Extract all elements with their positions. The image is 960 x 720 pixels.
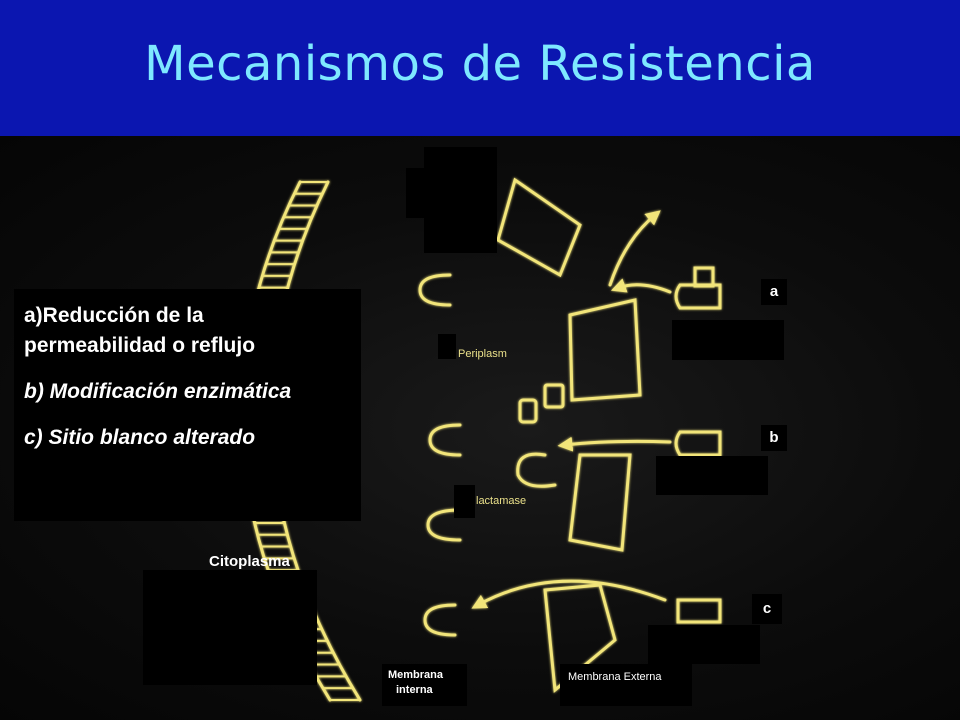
occluder-top-1 xyxy=(424,147,497,253)
legend-item-b: b) Modificación enzimática xyxy=(24,380,292,403)
occluder-periplasm-left xyxy=(438,334,456,359)
occluder-a xyxy=(672,320,784,360)
porin-shape-2 xyxy=(428,423,462,457)
occluder-lactamase-left xyxy=(454,485,475,518)
outer-membrane-segment-1 xyxy=(496,177,582,278)
inner-membrane-label: Membrana interna xyxy=(382,664,467,706)
mechanism-legend: a)Reducción de la permeabilidad o refluj… xyxy=(14,289,361,521)
porin-shape-3 xyxy=(426,508,462,542)
lactamase-label: lactamase xyxy=(476,495,527,507)
efflux-arrow-in xyxy=(610,278,672,294)
label-c: c xyxy=(752,594,782,624)
inner-membrane-label-line1: Membrana xyxy=(388,669,444,681)
periplasm-label: Periplasm xyxy=(458,348,507,360)
outer-membrane-label: Membrana Externa xyxy=(560,664,692,706)
beta-lactamase-enzyme xyxy=(516,452,557,488)
antibiotic-molecule-b xyxy=(674,430,722,457)
occluder-b xyxy=(656,456,768,495)
occluder-c xyxy=(648,625,760,664)
efflux-arrow-out xyxy=(608,210,661,287)
antibiotic-molecule-c xyxy=(676,598,722,624)
drug-fragment-1 xyxy=(518,398,538,424)
enzyme-arrow xyxy=(557,436,672,452)
occluder-top-2 xyxy=(406,168,428,218)
cytoplasm-label: Citoplasma xyxy=(209,553,290,570)
porin-shape-1 xyxy=(418,273,452,307)
porin-shape-4 xyxy=(423,603,457,637)
antibiotic-molecule-a xyxy=(674,283,722,310)
antibiotic-molecule-a-cap xyxy=(693,266,715,288)
drug-fragment-2 xyxy=(543,383,565,409)
target-arrow xyxy=(471,579,667,609)
outer-membrane-segment-3 xyxy=(568,453,632,552)
label-b: b xyxy=(761,425,787,451)
occluder-cytoplasm xyxy=(143,570,317,685)
outer-membrane-segment-2 xyxy=(568,298,642,402)
legend-item-c: c) Sitio blanco alterado xyxy=(24,426,256,449)
legend-item-a: a)Reducción de la permeabilidad o refluj… xyxy=(24,304,256,357)
slide-title: Mecanismos de Resistencia xyxy=(144,36,816,92)
inner-membrane-label-line2: interna xyxy=(396,684,433,696)
label-a: a xyxy=(761,279,787,305)
outer-membrane-segment-4 xyxy=(543,583,617,693)
title-banner: Mecanismos de Resistencia xyxy=(0,0,960,136)
